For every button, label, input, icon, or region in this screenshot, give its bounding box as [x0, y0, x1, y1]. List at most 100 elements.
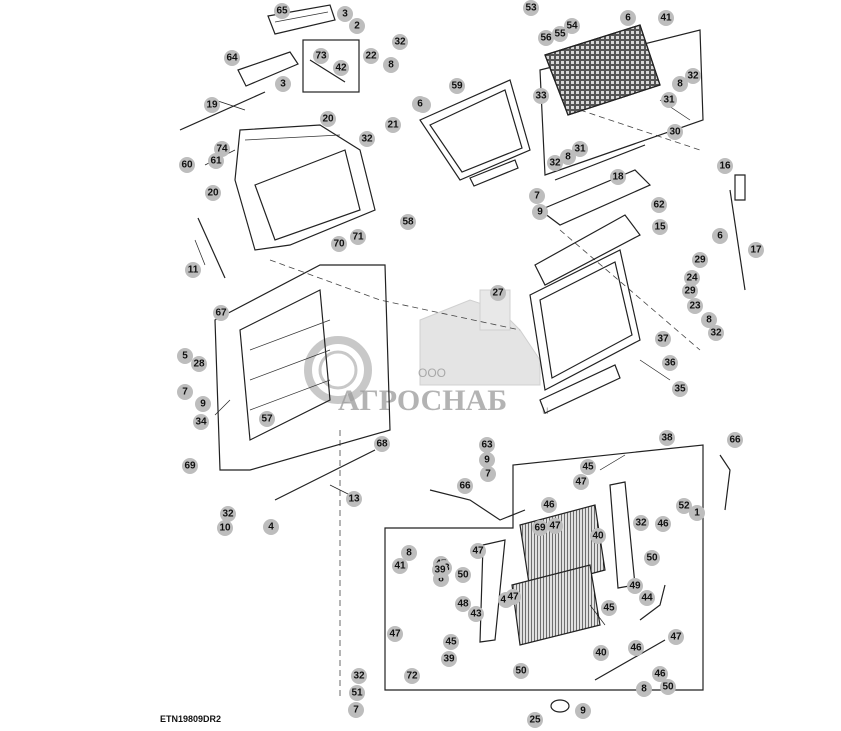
callout-9: 9 [195, 396, 211, 412]
callout-17: 17 [748, 242, 764, 258]
callout-8: 8 [560, 149, 576, 165]
callout-32: 32 [633, 515, 649, 531]
callout-number: 39 [443, 654, 455, 665]
callout-number: 74 [216, 144, 228, 155]
callout-39: 39 [441, 651, 457, 667]
callout-20: 20 [205, 185, 221, 201]
callout-50: 50 [455, 567, 471, 583]
callout-number: 6 [717, 231, 723, 242]
callout-11: 11 [185, 262, 201, 278]
callout-number: 54 [566, 21, 578, 32]
callout-30: 30 [667, 124, 683, 140]
callout-59: 59 [449, 78, 465, 94]
callout-47: 47 [470, 543, 486, 559]
callout-number: 6 [625, 13, 631, 24]
callout-38: 38 [659, 430, 675, 446]
callout-50: 50 [644, 550, 660, 566]
callout-32: 32 [392, 34, 408, 50]
callout-number: 32 [687, 71, 699, 82]
callout-72: 72 [404, 668, 420, 684]
callout-47: 47 [505, 589, 521, 605]
callout-number: 29 [684, 286, 696, 297]
callout-3: 3 [275, 76, 291, 92]
callout-18: 18 [610, 169, 626, 185]
callout-number: 47 [389, 629, 401, 640]
callout-number: 64 [226, 53, 238, 64]
callout-8: 8 [401, 545, 417, 561]
callout-41: 41 [392, 558, 408, 574]
callout-50: 50 [513, 663, 529, 679]
callout-6: 6 [712, 228, 728, 244]
callout-44: 44 [639, 590, 655, 606]
callout-number: 27 [492, 288, 504, 299]
callout-64: 64 [224, 50, 240, 66]
callout-number: 37 [657, 334, 669, 345]
callout-69: 69 [532, 520, 548, 536]
callout-number: 35 [674, 384, 686, 395]
callout-number: 22 [365, 51, 377, 62]
callout-54: 54 [564, 18, 580, 34]
callout-number: 15 [654, 222, 666, 233]
callout-number: 11 [188, 265, 199, 276]
callout-46: 46 [655, 516, 671, 532]
callout-6: 6 [620, 10, 636, 26]
callout-29: 29 [682, 283, 698, 299]
callout-29: 29 [692, 252, 708, 268]
callout-number: 69 [534, 523, 546, 534]
callout-8: 8 [672, 76, 688, 92]
callout-number: 8 [388, 60, 394, 71]
callout-number: 52 [678, 501, 690, 512]
callout-number: 48 [457, 599, 469, 610]
callout-47: 47 [573, 474, 589, 490]
callout-10: 10 [217, 520, 233, 536]
callout-35: 35 [672, 381, 688, 397]
callout-41: 41 [658, 10, 674, 26]
callout-number: 9 [537, 207, 543, 218]
callout-number: 16 [719, 161, 731, 172]
callout-number: 8 [438, 574, 444, 585]
callout-55: 55 [552, 26, 568, 42]
callout-23: 23 [687, 298, 703, 314]
callout-37: 37 [655, 331, 671, 347]
callout-number: 67 [215, 308, 227, 319]
callout-number: 31 [574, 144, 586, 155]
callout-number: 73 [315, 51, 327, 62]
callout-number: 32 [361, 134, 373, 145]
callout-number: 68 [376, 439, 388, 450]
callout-number: 46 [543, 500, 555, 511]
callout-number: 17 [750, 245, 762, 256]
callout-7: 7 [348, 702, 364, 718]
callout-number: 44 [641, 593, 653, 604]
callout-number: 47 [549, 521, 561, 532]
callout-number: 32 [394, 37, 406, 48]
callout-9: 9 [479, 452, 495, 468]
callout-57: 57 [259, 411, 275, 427]
callout-number: 47 [472, 546, 484, 557]
callout-number: 65 [276, 6, 288, 17]
callout-45: 45 [580, 459, 596, 475]
callout-number: 49 [629, 581, 641, 592]
callout-number: 7 [353, 705, 359, 716]
callout-65: 65 [274, 3, 290, 19]
callout-number: 7 [182, 387, 188, 398]
callout-number: 42 [335, 63, 347, 74]
callout-46: 46 [541, 497, 557, 513]
callout-60: 60 [179, 157, 195, 173]
callout-number: 55 [554, 29, 566, 40]
callout-71: 71 [350, 229, 366, 245]
callout-number: 47 [507, 592, 519, 603]
callout-73: 73 [313, 48, 329, 64]
callout-1: 1 [689, 505, 705, 521]
callout-number: 7 [534, 191, 540, 202]
callout-4: 4 [263, 519, 279, 535]
callout-8: 8 [701, 312, 717, 328]
callout-number: 32 [353, 671, 365, 682]
callout-66: 66 [457, 478, 473, 494]
callout-number: 47 [575, 477, 587, 488]
callout-number: 60 [181, 160, 193, 171]
callout-50: 50 [660, 679, 676, 695]
callout-number: 53 [525, 3, 537, 14]
callout-number: 33 [535, 91, 547, 102]
callout-number: 6 [417, 99, 423, 110]
